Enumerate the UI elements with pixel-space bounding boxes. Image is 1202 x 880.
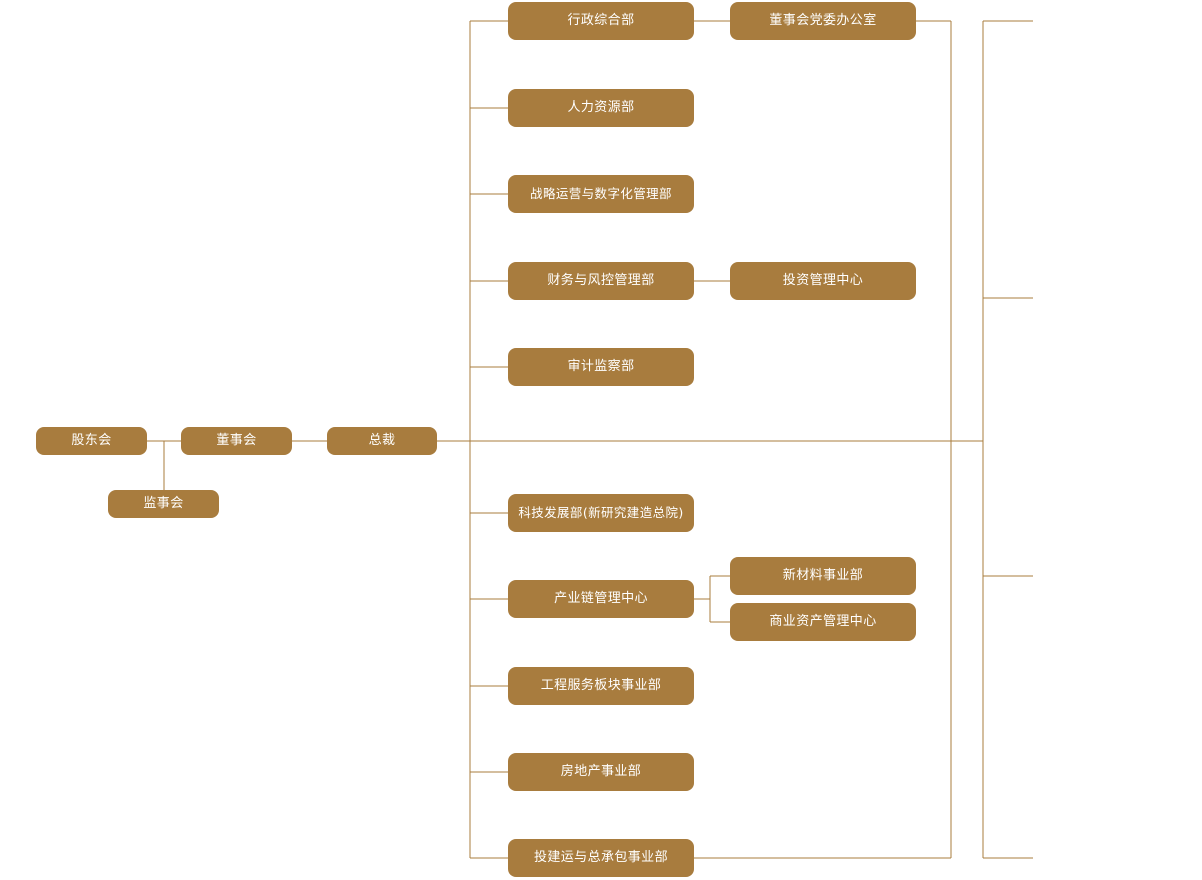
node-audit-supervision-dept[interactable]: 审计监察部 bbox=[508, 348, 694, 386]
node-label: 股东会 bbox=[71, 432, 112, 448]
node-commercial-assets-management-center[interactable]: 商业资产管理中心 bbox=[730, 603, 916, 641]
node-label: 产业链管理中心 bbox=[554, 590, 648, 606]
node-supervisory-board[interactable]: 监事会 bbox=[108, 490, 219, 518]
node-investment-construction-epc-division[interactable]: 投建运与总承包事业部 bbox=[508, 839, 694, 877]
node-label: 董事会 bbox=[216, 432, 257, 448]
node-strategy-operations-digital-dept[interactable]: 战略运营与数字化管理部 bbox=[508, 175, 694, 213]
node-label: 房地产事业部 bbox=[560, 763, 642, 779]
node-label: 行政综合部 bbox=[567, 12, 635, 28]
node-label: 监事会 bbox=[143, 495, 184, 511]
node-label: 董事会党委办公室 bbox=[769, 12, 877, 28]
node-board-party-committee-office[interactable]: 董事会党委办公室 bbox=[730, 2, 916, 40]
node-industrial-chain-management-center[interactable]: 产业链管理中心 bbox=[508, 580, 694, 618]
node-label: 新材料事业部 bbox=[782, 567, 864, 583]
node-label: 商业资产管理中心 bbox=[769, 613, 877, 629]
node-label: 财务与风控管理部 bbox=[547, 272, 655, 288]
node-technology-development-dept[interactable]: 科技发展部(新研究建造总院) bbox=[508, 494, 694, 532]
node-label: 科技发展部(新研究建造总院) bbox=[518, 504, 684, 520]
node-label: 投资管理中心 bbox=[782, 272, 864, 288]
node-label: 战略运营与数字化管理部 bbox=[530, 185, 672, 201]
node-administration-dept[interactable]: 行政综合部 bbox=[508, 2, 694, 40]
node-investment-management-center[interactable]: 投资管理中心 bbox=[730, 262, 916, 300]
node-engineering-services-division[interactable]: 工程服务板块事业部 bbox=[508, 667, 694, 705]
node-new-materials-division[interactable]: 新材料事业部 bbox=[730, 557, 916, 595]
node-label: 审计监察部 bbox=[567, 358, 635, 374]
node-label: 人力资源部 bbox=[567, 99, 635, 115]
node-real-estate-division[interactable]: 房地产事业部 bbox=[508, 753, 694, 791]
node-label: 总裁 bbox=[368, 432, 396, 448]
node-label: 工程服务板块事业部 bbox=[540, 677, 662, 693]
node-president[interactable]: 总裁 bbox=[327, 427, 437, 455]
node-label: 投建运与总承包事业部 bbox=[533, 849, 668, 865]
node-shareholders-meeting[interactable]: 股东会 bbox=[36, 427, 147, 455]
node-human-resources-dept[interactable]: 人力资源部 bbox=[508, 89, 694, 127]
node-finance-risk-control-dept[interactable]: 财务与风控管理部 bbox=[508, 262, 694, 300]
node-board-of-directors[interactable]: 董事会 bbox=[181, 427, 292, 455]
